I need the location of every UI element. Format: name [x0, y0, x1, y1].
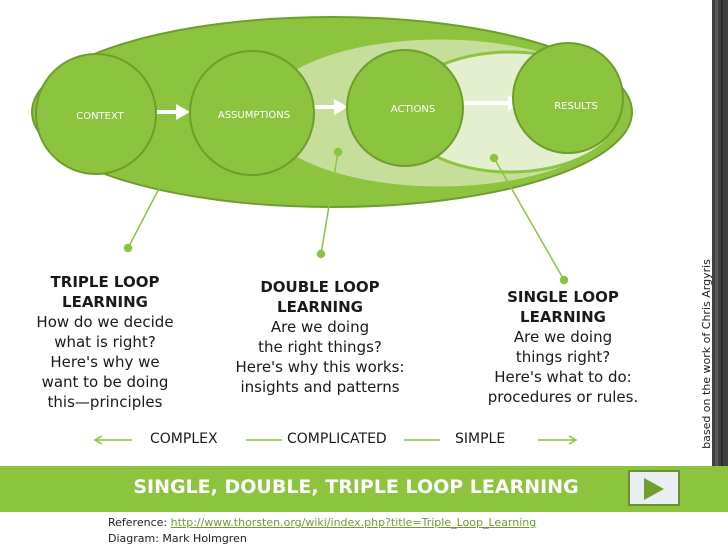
reference-link[interactable]: http://www.thorsten.org/wiki/index.php?t…: [170, 516, 537, 529]
triple-loop-text: TRIPLE LOOP LEARNING How do we decide wh…: [20, 272, 190, 412]
single-loop-line-3: Here's what to do:: [494, 368, 632, 386]
node-results-label: RESULTS: [554, 101, 598, 112]
slide-title: SINGLE, DOUBLE, TRIPLE LOOP LEARNING: [133, 476, 579, 498]
triple-loop-title-2: LEARNING: [62, 293, 148, 311]
arrowhead-context-assumptions: [176, 104, 190, 120]
scale-complex: COMPLEX: [150, 431, 218, 447]
single-loop-text: SINGLE LOOP LEARNING Are we doing things…: [478, 287, 648, 407]
double-loop-line-2: the right things?: [258, 338, 382, 356]
reference-label: Reference:: [108, 516, 171, 529]
play-icon: [644, 478, 664, 500]
leader-single-top-dot: [489, 153, 499, 163]
node-assumptions: [189, 50, 315, 176]
node-results: [512, 42, 624, 154]
leader-single-bottom-dot: [559, 275, 569, 285]
triple-loop-line-4: want to be doing: [41, 373, 169, 391]
leader-triple-bottom-dot: [123, 243, 133, 253]
double-loop-text: DOUBLE LOOP LEARNING Are we doing the ri…: [225, 277, 415, 397]
node-context-label: CONTEXT: [76, 111, 124, 122]
right-decorative-strip: [712, 0, 728, 466]
triple-loop-line-5: this—principles: [47, 393, 163, 411]
triple-loop-line-3: Here's why we: [50, 353, 160, 371]
node-assumptions-label: ASSUMPTIONS: [218, 110, 290, 121]
double-loop-line-3: Here's why this works:: [235, 358, 405, 376]
next-slide-button[interactable]: [628, 470, 680, 506]
leader-double-bottom-dot: [316, 249, 326, 259]
double-loop-title-1: DOUBLE LOOP: [260, 278, 380, 296]
arrowhead-assumptions-actions: [334, 99, 348, 115]
leader-double-top-dot: [333, 147, 343, 157]
node-actions-label: ACTIONS: [391, 104, 435, 115]
triple-loop-line-1: How do we decide: [36, 313, 174, 331]
leader-single: [493, 157, 565, 281]
node-actions: [346, 49, 464, 167]
leader-triple-top-dot: [173, 147, 183, 157]
double-loop-line-1: Are we doing: [270, 318, 370, 336]
scale-arrowhead-right: [568, 435, 578, 445]
single-loop-title-1: SINGLE LOOP: [507, 288, 619, 306]
scale-simple: SIMPLE: [455, 431, 506, 447]
triple-loop-line-2: what is right?: [54, 333, 156, 351]
leader-triple: [127, 151, 179, 249]
scale-complicated: COMPLICATED: [287, 431, 387, 447]
single-loop-title-2: LEARNING: [520, 308, 606, 326]
loop-diagram: CONTEXT ASSUMPTIONS ACTIONS RESULTS: [31, 16, 633, 445]
scale-arrowhead-left: [93, 435, 103, 445]
single-loop-line-1: Are we doing: [513, 328, 613, 346]
node-context: [35, 53, 157, 175]
diagram-credit: Diagram: Mark Holmgren: [108, 532, 247, 545]
double-loop-title-2: LEARNING: [277, 298, 363, 316]
title-bar: SINGLE, DOUBLE, TRIPLE LOOP LEARNING: [0, 466, 728, 512]
references: Reference: http://www.thorsten.org/wiki/…: [108, 515, 536, 547]
single-loop-line-2: things right?: [515, 348, 611, 366]
single-loop-line-4: procedures or rules.: [487, 388, 639, 406]
reference-line: Reference: http://www.thorsten.org/wiki/…: [108, 515, 536, 531]
triple-loop-title-1: TRIPLE LOOP: [50, 273, 160, 291]
double-loop-line-4: insights and patterns: [240, 378, 400, 396]
leader-double: [320, 151, 339, 255]
